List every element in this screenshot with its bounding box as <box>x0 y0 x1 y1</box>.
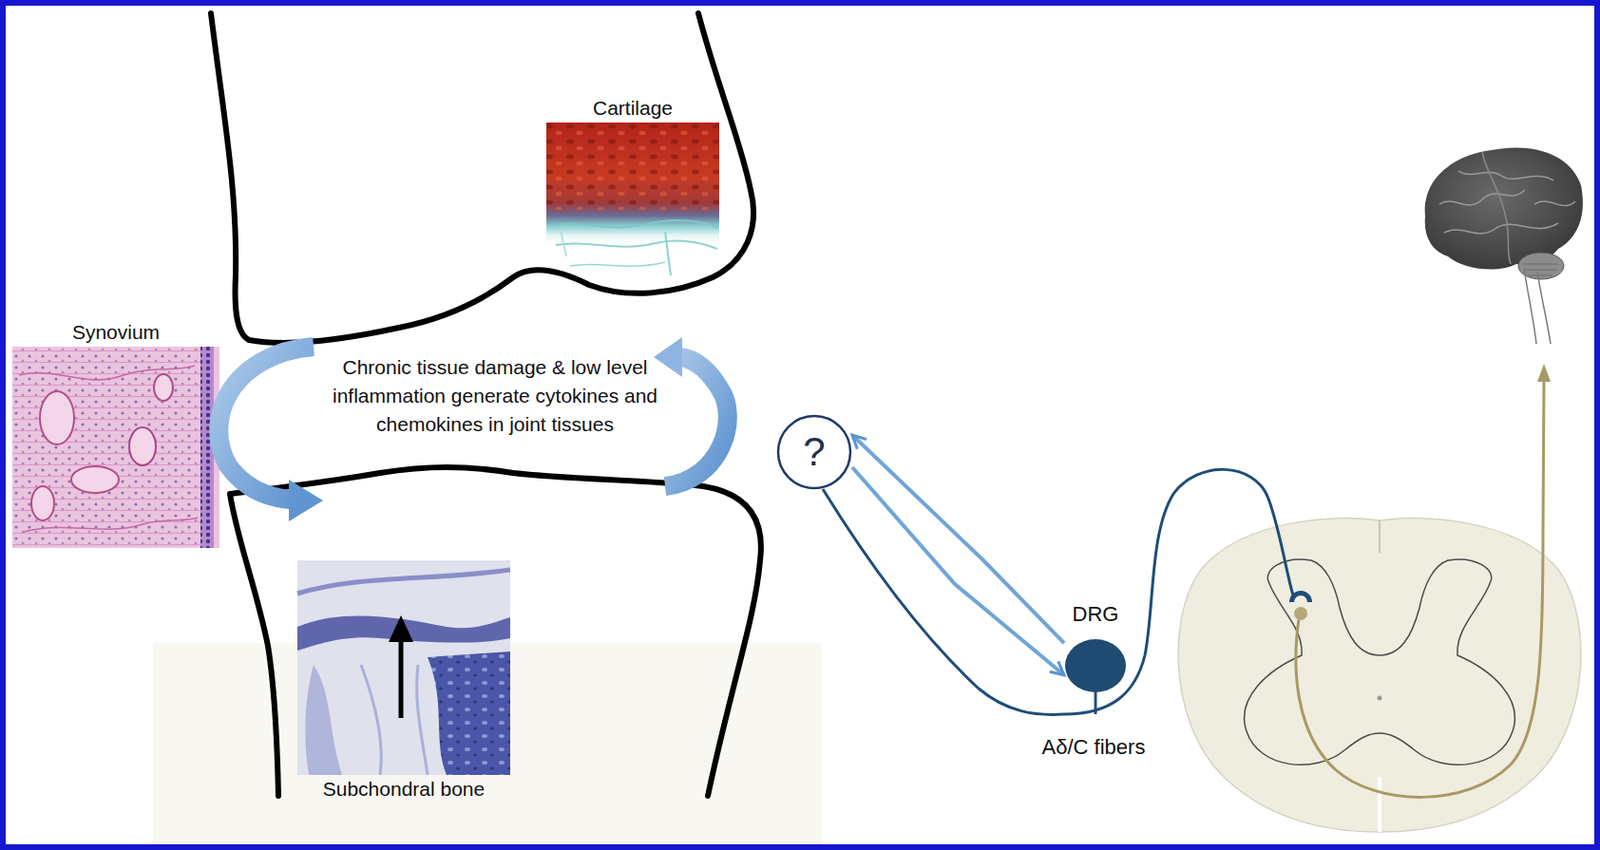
synovium-image <box>12 346 220 549</box>
cycle-arrow <box>665 357 728 487</box>
sulcus-line <box>1482 152 1511 265</box>
brainstem <box>1537 271 1551 344</box>
ganglion-shape <box>1064 638 1127 694</box>
trabecular-bone <box>304 665 343 776</box>
bone-strand <box>417 665 428 776</box>
ganglion-label: DRG <box>1072 602 1120 628</box>
second-order-neuron <box>1294 607 1308 621</box>
gyrus-line <box>1439 190 1525 206</box>
cerebrum <box>1425 147 1583 269</box>
panel-label: Synovium <box>72 320 160 344</box>
pointer-arrow <box>399 638 404 719</box>
tissue-strand <box>551 220 718 229</box>
cycle-arrowhead <box>288 479 324 522</box>
fiber-streak <box>23 517 198 533</box>
grey-matter <box>1244 559 1516 765</box>
question-mark: ? <box>802 428 825 477</box>
ventral-fissure <box>1377 777 1382 833</box>
synovium-texture <box>12 346 203 549</box>
brain <box>1425 147 1583 344</box>
panel-area <box>546 122 720 278</box>
panel-label: Subchondral bone <box>323 777 485 801</box>
circle-outline <box>778 416 851 489</box>
panel-label: Cartilage <box>592 95 673 120</box>
cerebellum-folia <box>1522 264 1559 276</box>
fiber-streak <box>19 365 195 381</box>
ganglion-body <box>1065 639 1126 693</box>
trabecular-bone <box>427 651 511 776</box>
tissue-strand <box>555 241 718 249</box>
bone-strand <box>361 665 381 776</box>
label-holder: Chronic tissue damage & low level inflam… <box>328 353 662 439</box>
blood-vessel <box>71 466 119 494</box>
tissue-strand <box>560 229 567 257</box>
spinal-cord <box>1178 517 1581 833</box>
gyrus-line <box>1534 201 1576 207</box>
tibia-outline <box>229 467 762 797</box>
tract-arrowhead <box>1537 363 1551 382</box>
mechanism-note: Chronic tissue damage & low level inflam… <box>328 353 662 439</box>
cycle-arrow <box>218 346 314 500</box>
afferent-fiber <box>822 469 1295 715</box>
gyrus-line <box>1458 171 1554 181</box>
tissue-strand <box>570 262 666 267</box>
question-circle: ? <box>776 414 853 491</box>
ganglion-node: DRG <box>1064 602 1127 694</box>
histology-panel: Subchondral bone <box>297 560 511 801</box>
tidemark-band <box>297 615 511 651</box>
blood-vessel <box>129 427 156 466</box>
brainstem <box>1523 267 1537 344</box>
ascending-tract <box>1295 380 1544 798</box>
central-canal <box>1377 696 1383 702</box>
label-holder: Aδ/C fibers <box>1042 735 1146 760</box>
signal-arrow <box>852 435 1065 644</box>
subchondral-histology <box>297 560 511 776</box>
synovium-histology <box>12 346 220 549</box>
fiber-label: Aδ/C fibers <box>1042 735 1146 760</box>
signal-arrow <box>852 467 1065 676</box>
histology-panel: Cartilage <box>546 95 720 278</box>
subchondral-image <box>297 560 511 776</box>
cartilage-image <box>546 122 720 278</box>
blood-vessel <box>39 391 75 445</box>
cycle-arrowhead <box>653 337 683 378</box>
panel-area <box>12 346 220 549</box>
femur-outline <box>210 13 754 343</box>
ganglion-stalk <box>1094 691 1098 715</box>
dorsal-sulcus <box>1378 520 1381 553</box>
cartilage-histology <box>546 122 720 278</box>
tissue-strand <box>665 231 671 276</box>
pointer-arrowhead <box>388 615 414 643</box>
surface-layer <box>297 570 511 594</box>
histology-panel: Synovium <box>12 320 220 549</box>
ganglion-svg <box>1064 638 1127 694</box>
blood-vessel <box>31 486 55 521</box>
blood-vessel <box>153 374 173 401</box>
chondrocyte-texture <box>546 122 720 210</box>
synapse-terminal <box>1289 590 1313 603</box>
panel-area <box>297 560 511 776</box>
gyrus-line <box>1444 223 1559 234</box>
